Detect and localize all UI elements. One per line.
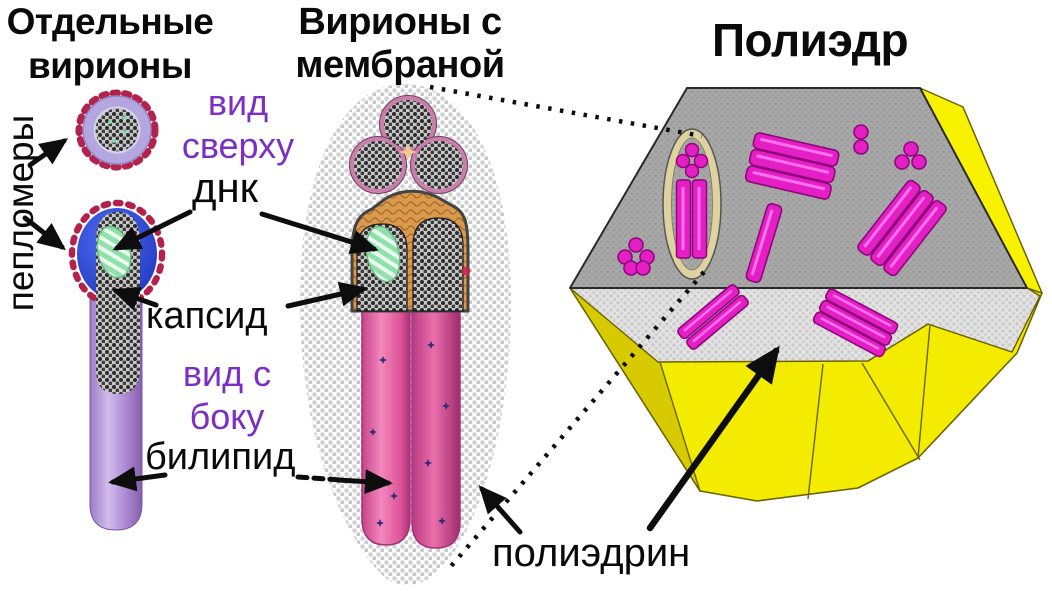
label-peplomers: пепломеры [0,114,41,312]
pink-cylinder-right [411,307,461,549]
occluded-virions [617,124,947,358]
arrow-polyhedrin-right [646,345,780,532]
individual-virion-top-view [75,89,159,171]
label-line: вид [207,82,269,123]
arrow-peplomers-top [27,138,69,168]
virion-rod-bundle [857,179,947,277]
occlusion-oval-annotation [662,128,722,280]
label-line: вид с [182,353,272,394]
title-polyhedron: Полиэдр [711,14,909,66]
label-dna: днк [191,164,259,211]
virion-rod-bundle [812,288,899,358]
label-line: боку [189,396,265,437]
cylinder-stars [369,341,450,527]
arrow-capsid-left [111,286,159,311]
arrow-polyhedrin-left [478,485,523,535]
dotted-connector-membrane-to-oval [429,84,703,139]
arrow-dna-left [112,209,193,251]
trefoil-center-sparkle [399,144,417,160]
virion-cluster [853,124,869,155]
enveloped-virion-pair-side-view [350,189,471,549]
annotated-virion-trefoil [675,142,709,179]
title-line: мембраной [295,44,505,86]
title-line: Вирионы с [298,1,502,43]
arrow-bilipid-right [335,469,393,495]
label-line: сверху [181,125,295,166]
arrow-dna-right [259,211,379,255]
title-line: Отдельные [6,1,214,42]
virion-cluster [617,237,655,276]
label-polyhedrin: полиэдрин [492,531,691,575]
label-bilipid: билипид [145,436,296,478]
pink-cylinder-left [361,307,411,546]
capsid-right [412,217,464,312]
virion-single-rod [745,202,783,284]
dna-flecks [108,116,127,143]
title-individual-virions: Отдельные вирионы [6,0,214,88]
arrow-peplomers-side [22,215,66,251]
label-capsid: капсид [146,295,268,337]
arrow-bilipid-left [108,466,168,492]
label-top-view: вид сверху [168,81,308,167]
peplomer-ring [75,89,159,171]
capsid-core-top-view [95,108,139,152]
virion-cluster [894,141,927,170]
arrow-bilipid-right-dash [295,474,343,483]
virion-rod-bundle [677,284,749,350]
membrane-speck [461,266,471,276]
label-side-view: вид с боку [160,352,294,438]
title-line: вирионы [28,45,192,86]
title-membrane-virions: Вирионы с мембраной [286,1,514,87]
polyhedron-shape [569,87,1043,502]
annotated-virion-rods [675,179,708,259]
virion-trefoil-top-view [349,95,468,194]
arrow-capsid-right [285,281,368,309]
virion-rod-bundle [744,132,840,200]
